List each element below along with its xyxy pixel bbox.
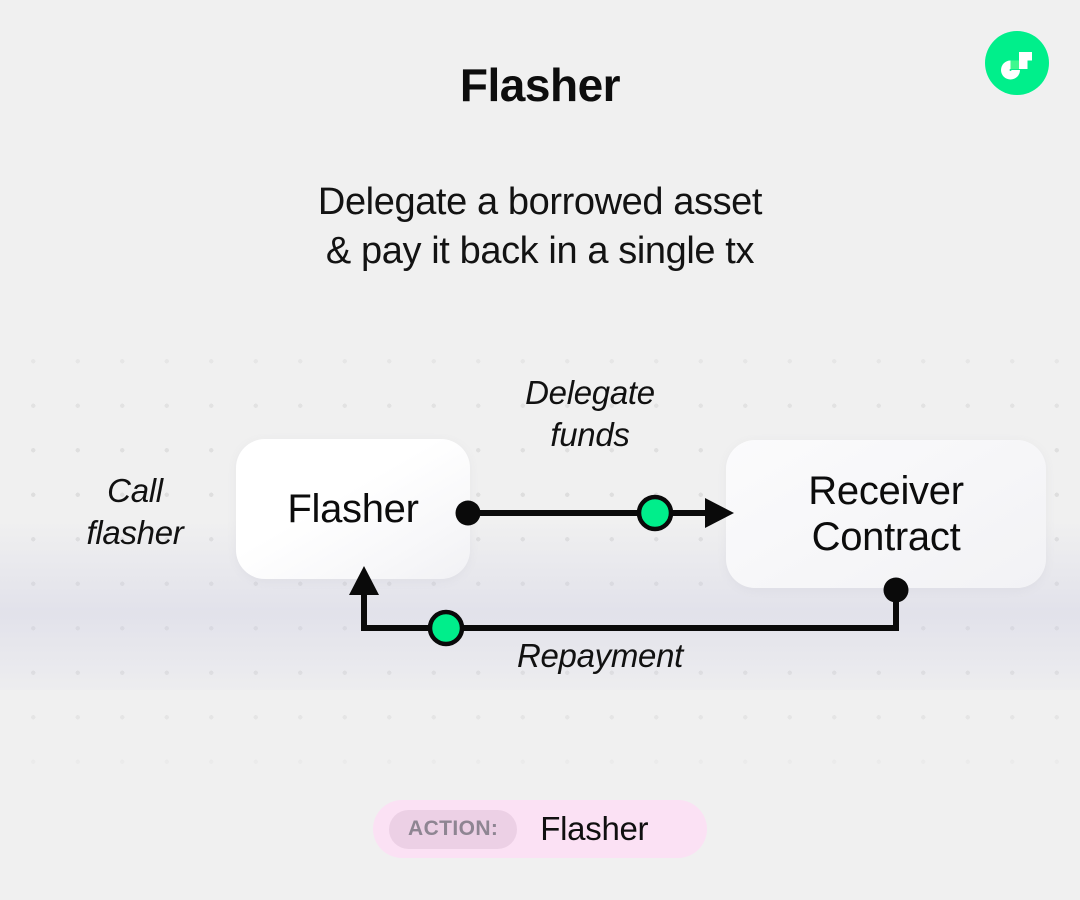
flow-logo-badge bbox=[985, 31, 1049, 95]
edge-label-delegate-funds: Delegate funds bbox=[525, 374, 655, 454]
node-receiver-contract[interactable]: Receiver Contract bbox=[726, 440, 1046, 588]
flow-logo-icon bbox=[997, 43, 1037, 83]
edge-label-repayment: Repayment bbox=[516, 637, 684, 674]
node-flasher[interactable]: Flasher bbox=[236, 439, 470, 579]
action-badge[interactable]: ACTION: Flasher bbox=[373, 800, 707, 858]
edge-repayment bbox=[349, 566, 909, 647]
node-flasher-label: Flasher bbox=[287, 486, 419, 531]
page-title: Flasher bbox=[459, 59, 621, 111]
edge-source-dot-receiver bbox=[883, 577, 909, 603]
node-receiver-contract-label: Receiver Contract bbox=[808, 468, 964, 559]
action-badge-tag: ACTION: bbox=[389, 809, 518, 849]
arrowhead-delegate-icon bbox=[705, 498, 734, 528]
edge-token-dot-delegate bbox=[636, 494, 674, 532]
edge-source-dot-flasher bbox=[455, 500, 481, 526]
page-subtitle: Delegate a borrowed asset & pay it back … bbox=[317, 181, 763, 273]
diagram-connectors bbox=[349, 494, 909, 647]
action-badge-value: Flasher bbox=[540, 810, 649, 847]
arrowhead-repayment-icon bbox=[349, 566, 379, 595]
edge-delegate-funds bbox=[455, 494, 734, 532]
edge-label-call-flasher: Call flasher bbox=[86, 472, 184, 552]
flow-diagram: Flasher Receiver Contract Call flasher D… bbox=[0, 330, 1080, 800]
edge-token-dot-repayment bbox=[427, 609, 465, 647]
